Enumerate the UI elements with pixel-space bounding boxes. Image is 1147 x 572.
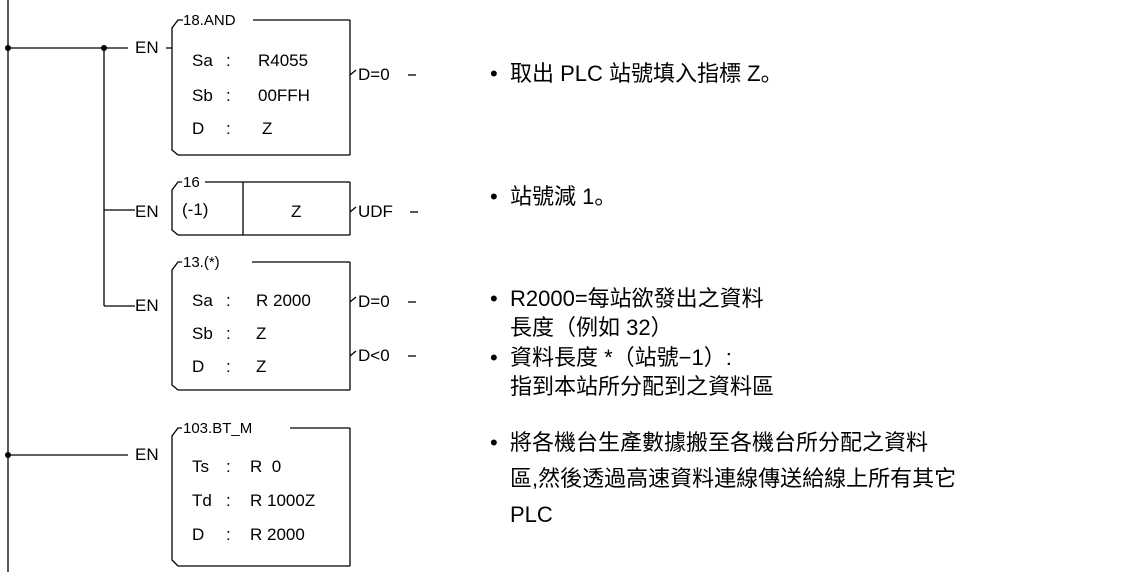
operand-name: D [192,525,205,544]
operand-name: Sb [192,86,213,105]
note-line: 指到本站所分配到之資料區 [510,374,775,399]
operand-sep: : [226,86,231,105]
operand-name: Ts [192,457,209,476]
block-title: 103.BT_M [183,420,253,437]
note-line: 站號減 1。 [510,184,617,209]
enable-input-label: EN [135,445,159,464]
operand-sep: : [226,457,231,476]
operand-value: R 2000 [250,525,305,544]
operand-value: R4055 [258,51,309,70]
note-line: 資料長度 *（站號−1）: [510,345,732,370]
operand-value: R 0 [250,457,282,476]
output-flag: D<0 [358,346,390,365]
note-line: R2000=每站欲發出之資料 [510,286,764,311]
output-flag: D=0 [358,65,390,84]
note-line: 區,然後透過高速資料連線傳送給線上所有其它 [510,466,957,491]
operand-sep: : [226,119,231,138]
operand-sep: : [226,324,231,343]
operand-name: Sa [192,291,213,310]
enable-input-label: EN [135,202,159,221]
operand-value: Z [256,324,267,343]
operand-name: Td [192,491,212,510]
operand-sep: : [226,357,231,376]
enable-input-label: EN [135,296,159,315]
operand-name: Sb [192,324,213,343]
operand-value: Z [262,119,273,138]
note-bullet: • [490,61,498,86]
block-title: 16 [183,174,200,191]
operand-right: Z [291,202,302,221]
note-line: 長度（例如 32） [510,315,673,340]
operand-name: D [192,357,205,376]
note-bullet: • [490,286,498,311]
junction-dot [5,45,11,51]
operand-sep: : [226,525,231,544]
note-line: 取出 PLC 站號填入指標 Z。 [510,61,783,86]
enable-input-label: EN [135,38,159,57]
operand-left: (-1) [182,200,209,219]
output-flag: UDF [358,202,393,221]
operand-value: 00FFH [258,86,310,105]
junction-dot [101,45,107,51]
block-title: 18.AND [183,12,236,29]
note-line: 將各機台生產數據搬至各機台所分配之資料 [510,430,929,455]
operand-sep: : [226,491,231,510]
note-bullet: • [490,345,498,370]
operand-value: R 2000 [256,291,311,310]
note-bullet: • [490,184,498,209]
junction-dot [5,452,11,458]
note-bullet: • [490,430,498,455]
operand-sep: : [226,291,231,310]
note-line: PLC [510,502,553,527]
operand-name: Sa [192,51,213,70]
operand-value: Z [256,357,267,376]
operand-name: D [192,119,205,138]
block-title: 13.(*) [183,254,220,271]
operand-value: R 1000Z [250,491,316,510]
output-flag: D=0 [358,292,390,311]
operand-sep: : [226,51,231,70]
